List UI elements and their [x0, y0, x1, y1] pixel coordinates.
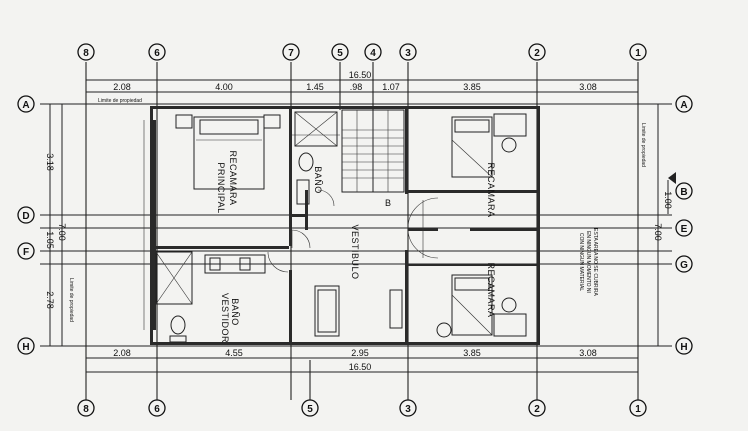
axis-bubbles-left: A D F H [17, 95, 35, 355]
dim-left-total: 7.00 [57, 223, 67, 241]
master-bed [175, 114, 281, 190]
grid-lines [40, 62, 672, 400]
axis-right-H: H [680, 342, 687, 353]
label-bedroom-top: RECAMARA [486, 162, 496, 217]
bath-fixtures [294, 111, 338, 205]
axis-top-1: 1 [635, 48, 641, 59]
dimension-right: 7.00 1.00 Limite de propiedad [640, 104, 673, 346]
axis-bottom-1: 1 [635, 404, 641, 415]
dimension-top: 16.50 2.08 4.00 1.45 .98 1.07 3.85 3.08 [86, 70, 638, 93]
axis-bubbles-bottom: 8 6 5 3 2 1 [77, 399, 647, 417]
axis-bubbles-top: 8 6 7 5 4 3 2 1 [77, 43, 647, 61]
dim-top-1: 2.08 [113, 82, 131, 92]
dim-top-total: 16.50 [349, 70, 372, 80]
axis-bottom-2: 2 [534, 404, 540, 415]
dim-top-3: 1.45 [306, 82, 324, 92]
dimension-bottom: 2.08 4.55 2.95 3.85 3.08 16.50 [86, 348, 638, 373]
axis-top-4: 4 [370, 48, 376, 59]
walls [150, 106, 540, 345]
open-area-line-3: CON NINGUN MATERIAL [578, 233, 584, 291]
open-area-note: ESTA AREA NO SE CUBRIRA EN NINGUN MOMENT… [578, 228, 598, 296]
axis-bottom-5: 5 [307, 404, 313, 415]
property-limit-left: Limite de propiedad [68, 278, 74, 322]
axis-top-6: 6 [154, 48, 160, 59]
dim-top-4: .98 [350, 82, 363, 92]
dim-bottom-total: 16.50 [349, 362, 372, 372]
label-bath: BAÑO [313, 166, 323, 194]
dim-bottom-3: 2.95 [351, 348, 369, 358]
axis-top-2: 2 [534, 48, 540, 59]
label-bath-closet-1: BAÑO [230, 298, 240, 326]
doors [267, 189, 439, 273]
hall-furniture [314, 285, 403, 337]
dim-bottom-4: 3.85 [463, 348, 481, 358]
axis-right-G: G [680, 260, 688, 271]
label-master-2: PRINCIPAL [216, 162, 226, 213]
dim-bottom-1: 2.08 [113, 348, 131, 358]
axis-left-F: F [23, 247, 29, 258]
dim-left-1: 3.18 [45, 153, 55, 171]
axis-bottom-8: 8 [83, 404, 89, 415]
dim-top-6: 3.85 [463, 82, 481, 92]
open-area-line-1: ESTA AREA NO SE CUBRIRA [592, 228, 598, 296]
wall-details [143, 110, 343, 330]
dim-bottom-5: 3.08 [579, 348, 597, 358]
axis-left-H: H [22, 342, 29, 353]
label-bath-closet-2: VESTIDOR [220, 293, 230, 343]
axis-right-E: E [681, 224, 688, 235]
dim-top-5: 1.07 [382, 82, 400, 92]
dim-right-total: 7.00 [653, 223, 663, 241]
bedroom-top-furniture [451, 113, 527, 178]
axis-top-3: 3 [405, 48, 411, 59]
axis-bubbles-right: A B E G H [675, 95, 693, 355]
dim-top-7: 3.08 [579, 82, 597, 92]
dimension-left: 3.18 1.05 2.78 7.00 Limite de propiedad [45, 104, 74, 346]
axis-right-B: B [680, 187, 687, 198]
section-arrow-icon [668, 172, 676, 184]
stair-mark: B [385, 198, 391, 208]
property-limit-top: Limite de propiedad [98, 98, 142, 104]
axis-left-D: D [22, 211, 29, 222]
axis-right-A: A [680, 100, 687, 111]
label-master-1: RECAMARA [228, 150, 238, 205]
bath-closet-fixtures [155, 251, 266, 343]
axis-left-A: A [22, 100, 29, 111]
axis-top-5: 5 [337, 48, 343, 59]
bedroom-bottom-furniture [436, 274, 527, 338]
axis-bottom-6: 6 [154, 404, 160, 415]
label-bedroom-bottom: RECAMARA [486, 262, 496, 317]
dim-left-2: 1.05 [45, 231, 55, 249]
dim-bottom-2: 4.55 [225, 348, 243, 358]
dim-left-3: 2.78 [45, 291, 55, 309]
axis-top-7: 7 [288, 48, 294, 59]
room-labels: RECAMARA PRINCIPAL BAÑO BAÑO VESTIDOR VE… [216, 150, 496, 343]
dim-top-2: 4.00 [215, 82, 233, 92]
axis-top-8: 8 [83, 48, 89, 59]
dim-right-small: 1.00 [663, 191, 673, 209]
label-hall: VESTIBULO [350, 224, 360, 279]
axis-bottom-3: 3 [405, 404, 411, 415]
stair: B [341, 109, 405, 208]
property-limit-right: Limite de propiedad [640, 123, 646, 167]
open-area-line-2: EN NINGUN MOMENTO NI [585, 231, 591, 293]
